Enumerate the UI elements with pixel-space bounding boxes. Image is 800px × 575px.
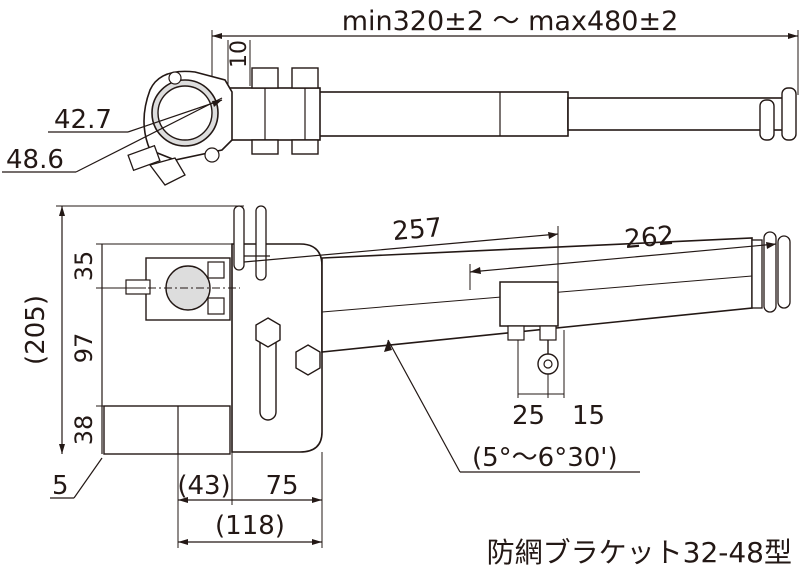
bolt-spacing-1-label: 25 [512, 401, 545, 431]
slot-bolt [255, 317, 281, 348]
end-ring-1 [759, 99, 775, 141]
sleeve-bolt-left [507, 325, 525, 341]
base-block [103, 405, 231, 455]
arm-length-1-label: 257 [391, 213, 443, 247]
arm-end-plate [751, 239, 763, 309]
angle-label: (5°～6°30') [472, 443, 618, 473]
dim-262-line [469, 243, 777, 273]
nut-bottom-left [251, 139, 279, 155]
arm-length-2-label: 262 [623, 221, 675, 255]
arm-end-ring [763, 231, 777, 313]
nut-top-left [251, 67, 279, 89]
mounting-plate [231, 243, 323, 453]
u-bolt-plate [229, 87, 321, 141]
leader-48-6 [75, 97, 223, 173]
hex-nut [295, 344, 321, 376]
top-view: min320±2 ～ max480±2 10 42.7 [2, 6, 799, 186]
angle-leader [387, 339, 461, 473]
drawing-title: 防網ブラケット32-48型 [487, 536, 792, 569]
height-top-label: 35 [70, 251, 98, 282]
outer-diameter-label: 48.6 [6, 145, 64, 175]
height-middle-label: 97 [70, 333, 98, 364]
arm-inner-tube [567, 97, 787, 131]
sleeve-bolt-right [539, 325, 557, 341]
hinge-pin [168, 71, 182, 85]
plate-width-label: 75 [265, 471, 298, 501]
overall-width-label: (118) [215, 511, 285, 541]
offset-label: 10 [227, 40, 252, 68]
arrow-left [212, 33, 222, 39]
side-view: 257 262 25 15 (5°～6°30') (205) 35 97 38 [21, 205, 791, 548]
inner-diameter-label: 42.7 [54, 105, 112, 135]
nut-top-right [291, 67, 319, 89]
overall-height-label: (205) [21, 295, 51, 365]
nut-bottom-right [291, 139, 319, 155]
lock-pin [204, 147, 220, 163]
side-clamp-bolt [125, 279, 151, 295]
dim-257-line [243, 233, 559, 263]
clamp-lever [148, 157, 186, 186]
length-range-label: min320±2 ～ max480±2 [342, 6, 679, 37]
top-pin-right [255, 205, 267, 281]
clamp-bolt [127, 144, 161, 172]
clamp-width-label: (43) [177, 471, 230, 501]
sleeve-block [499, 281, 559, 327]
bolt-spacing-2-label: 15 [572, 401, 605, 431]
height-bottom-label: 38 [70, 415, 98, 446]
base-offset-label: 5 [52, 471, 69, 501]
arrow-right [788, 33, 798, 39]
end-ring-2 [781, 87, 797, 141]
top-pin-left [233, 205, 245, 271]
base-offset-leader [73, 457, 103, 499]
